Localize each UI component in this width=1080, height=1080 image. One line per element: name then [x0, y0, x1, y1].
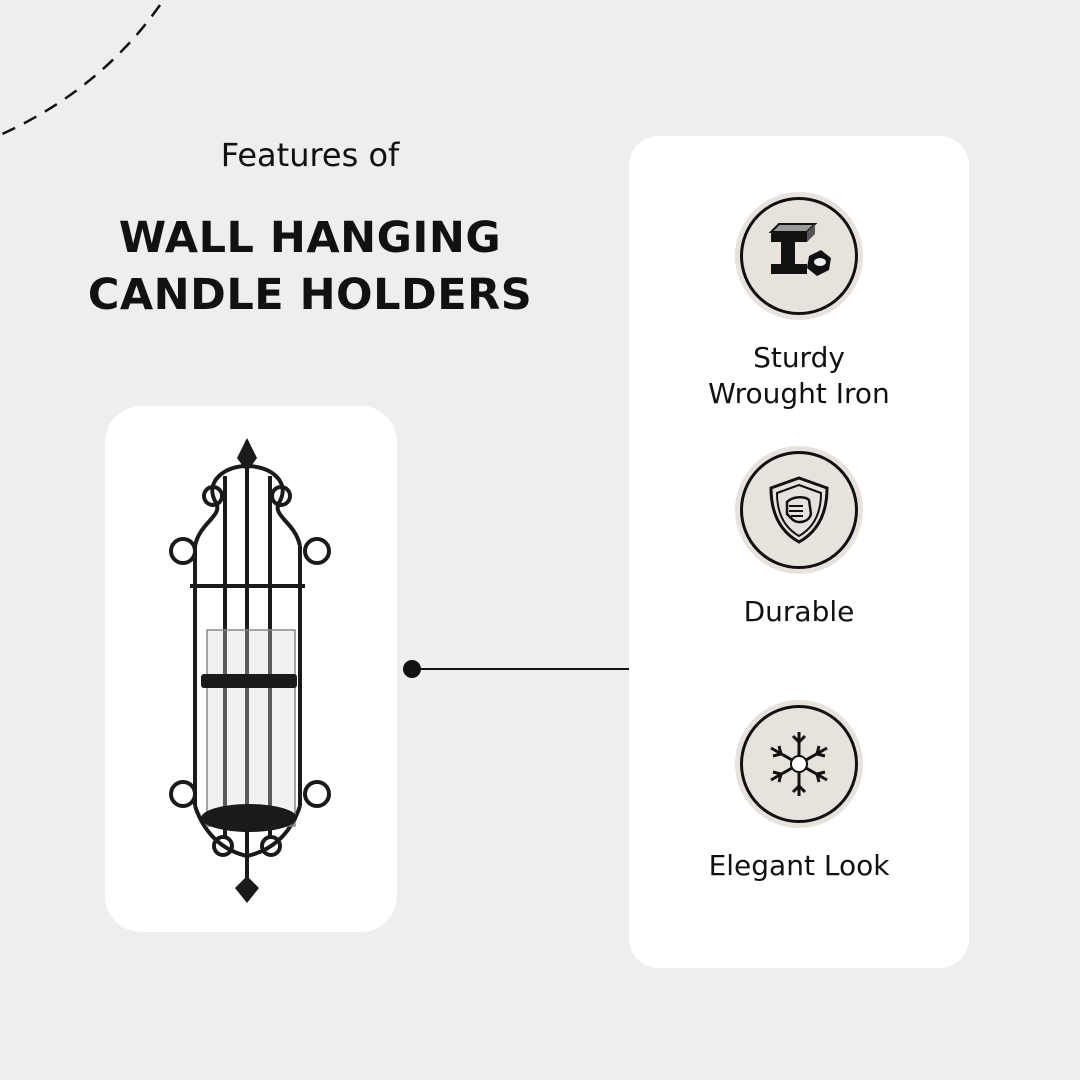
feature-label-line-1: Elegant Look	[708, 849, 890, 882]
feature-label-line-1: Durable	[743, 595, 855, 628]
title-line-1: WALL HANGING	[118, 213, 502, 263]
heading-subtitle: Features of	[220, 136, 400, 174]
feature-label-durable: Durable	[629, 594, 969, 630]
feature-label-line-1: Sturdy	[753, 341, 845, 374]
product-image-card	[105, 406, 397, 932]
features-card: Sturdy Wrought Iron Durable Elegant Look	[629, 136, 969, 968]
connector-line	[403, 660, 629, 678]
feature-label-line-2: Wrought Iron	[708, 377, 890, 410]
iron-beam-nut-icon	[735, 192, 863, 320]
snowflake-icon	[735, 700, 863, 828]
feature-label-elegant: Elegant Look	[629, 848, 969, 884]
title-line-2: CANDLE HOLDERS	[87, 270, 533, 320]
page-title: WALL HANGING CANDLE HOLDERS	[80, 210, 540, 324]
decorative-dashed-arc	[0, 4, 162, 137]
shield-fist-icon	[735, 446, 863, 574]
candle-holder-image	[169, 438, 331, 903]
feature-label-sturdy: Sturdy Wrought Iron	[629, 340, 969, 412]
